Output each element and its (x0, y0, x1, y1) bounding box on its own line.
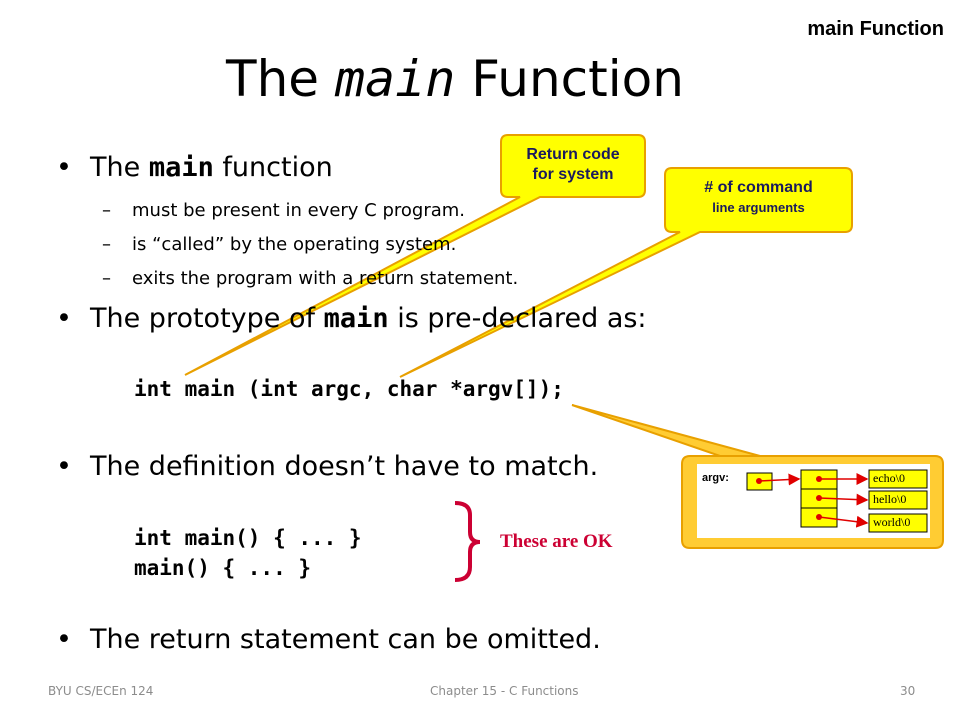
bullet-definition: • The definition doesn’t have to match. (56, 451, 599, 482)
string-box-world (868, 513, 928, 533)
title-code: main (334, 50, 456, 108)
definition-code-2: main() { ... } (134, 556, 312, 580)
string-world: world\0 (873, 515, 911, 529)
callout-line: Return code (526, 146, 620, 163)
prototype-code: int main (int argc, char *argv[]); (134, 377, 564, 401)
sub-bullet-called: –is “called” by the operating system. (102, 234, 457, 255)
slide-title: The main Function (0, 50, 910, 108)
return-code-callout-shape (184, 134, 646, 376)
bullet-return: • The return statement can be omitted. (56, 624, 601, 655)
bullet-text: The (90, 152, 149, 183)
string-echo: echo\0 (873, 471, 905, 485)
argv-callout-pointer (571, 404, 761, 457)
argv-arrow (758, 473, 801, 486)
string-box-echo (868, 469, 928, 489)
bullet-text: function (213, 152, 333, 183)
args-callout: # of command line arguments (665, 178, 852, 218)
bullet-text: The return statement can be omitted. (90, 624, 601, 655)
bullet-code: main (148, 152, 214, 183)
args-callout-shape (399, 167, 853, 378)
bullet-prototype: • The prototype of main is pre-declared … (56, 303, 647, 334)
sub-bullet-present: –must be present in every C program. (102, 200, 466, 221)
sub-bullet-text: must be present in every C program. (132, 200, 466, 221)
callout-line: line arguments (712, 200, 805, 215)
argv-label: argv: (702, 472, 729, 484)
footer-left: BYU CS/ECEn 124 (48, 684, 154, 698)
bullet-dot: • (56, 624, 72, 655)
sub-bullet-exits: –exits the program with a return stateme… (102, 268, 519, 289)
bullet-text: The prototype of (90, 303, 324, 334)
return-code-callout: Return code for system (501, 145, 645, 185)
slide-topic: main Function (807, 18, 944, 40)
bullet-text: is pre-declared as: (388, 303, 647, 334)
ok-brace (454, 501, 481, 582)
argv2-arrow (818, 515, 869, 528)
callout-line: # of command (704, 179, 813, 196)
bullet-code: main (323, 303, 389, 334)
ok-label: These are OK (500, 531, 613, 552)
string-hello: hello\0 (873, 492, 907, 506)
sub-bullet-text: is “called” by the operating system. (132, 234, 457, 255)
sub-bullet-text: exits the program with a return statemen… (132, 268, 519, 289)
bullet-text: The definition doesn’t have to match. (90, 451, 599, 482)
bullet-dot: • (56, 451, 72, 482)
argv1-arrow (818, 493, 869, 506)
title-post: Function (455, 50, 684, 108)
footer-center: Chapter 15 - C Functions (430, 684, 579, 698)
title-pre: The (226, 50, 335, 108)
bullet-main-function: • The main function (56, 152, 333, 183)
callout-line: for system (532, 166, 614, 183)
definition-code-1: int main() { ... } (134, 526, 362, 550)
page-number: 30 (900, 684, 916, 698)
bullet-dot: • (56, 152, 72, 183)
string-box-hello (868, 490, 928, 510)
bullet-dot: • (56, 303, 72, 334)
